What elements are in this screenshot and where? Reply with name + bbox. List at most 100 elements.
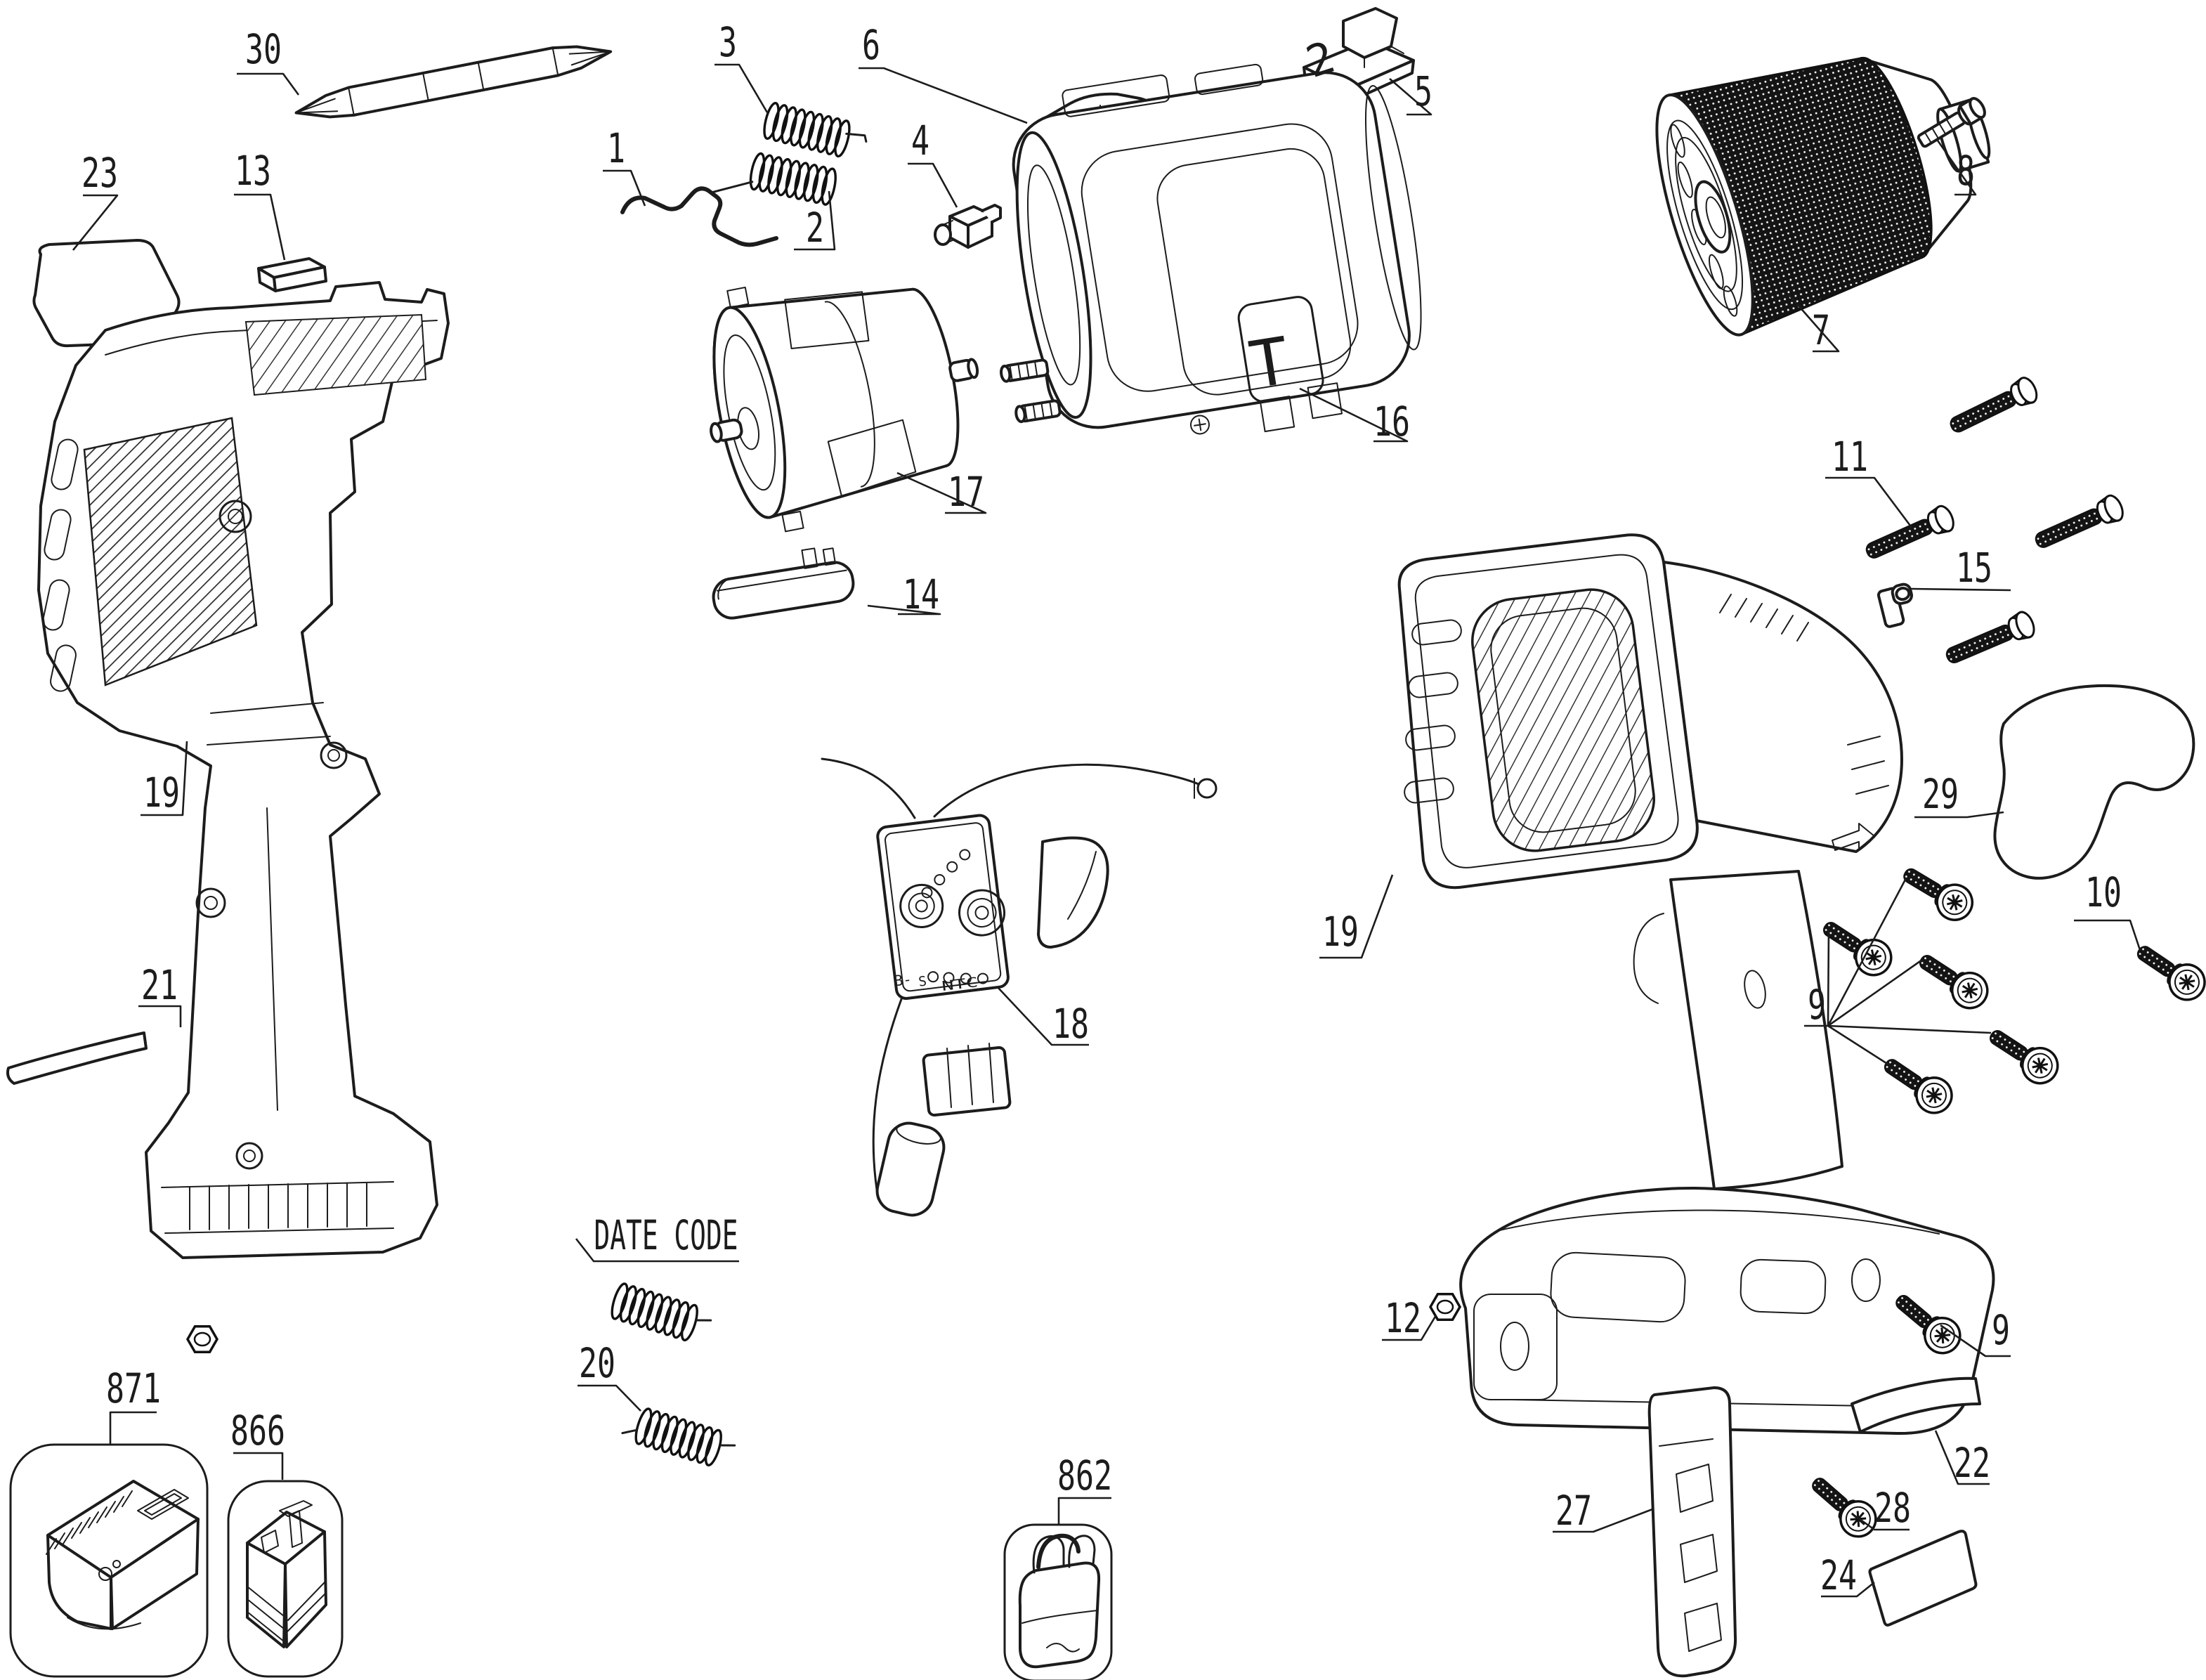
leader-housing-left	[141, 741, 188, 816]
leader-housing-screws	[1827, 958, 1923, 1027]
kit-871-charger	[9, 1443, 209, 1678]
callout-motor: 17	[948, 468, 984, 516]
part-3-spring	[760, 100, 868, 159]
part-21-strip-label	[6, 1031, 148, 1085]
callout-spring-lower: 2	[806, 204, 824, 252]
callout-actuator-block: 4	[911, 117, 929, 164]
leader-hex-nut	[1382, 1315, 1437, 1341]
leader-wire-form	[603, 169, 646, 207]
part-27-belt-clip	[1647, 1386, 1737, 1678]
gearbox-stud	[1000, 358, 1050, 383]
gearbox-stud	[1014, 399, 1062, 424]
callout-chuck-screw: 8	[1957, 147, 1975, 195]
leader-screw-single	[2074, 919, 2141, 951]
part-2-spring	[711, 151, 840, 207]
callout-gear-case-cover: 6	[862, 21, 880, 69]
callout-strip-label: 21	[141, 961, 178, 1009]
callout-belt-clip: 27	[1555, 1487, 1592, 1535]
callout-clip-screw: 28	[1874, 1484, 1911, 1532]
callout-bushing: 15	[1956, 544, 1992, 592]
leader-tool-bag-kit	[1057, 1497, 1111, 1525]
part-14-release-button	[712, 547, 855, 620]
callout-wire-form: 1	[607, 124, 625, 172]
callout-spring-upper: 3	[719, 18, 737, 66]
callout-transmission: 16	[1373, 398, 1410, 445]
callout-spacer-block: 13	[235, 147, 271, 195]
leader-spring-upper	[714, 63, 769, 113]
callout-warning-label: 23	[81, 149, 118, 197]
leader-double-ended-bit	[237, 72, 300, 96]
leader-transmission	[1299, 387, 1409, 443]
leader-housing-screws	[1827, 1024, 1889, 1066]
part-4-actuator-block	[934, 204, 1002, 249]
callout-screw-bottom: 9	[1992, 1306, 2010, 1354]
annotation-pcb-terminal-b: B-	[893, 971, 913, 990]
part-19-housing-left	[37, 281, 450, 1259]
callout-battery-pack-kit: 866	[230, 1407, 285, 1454]
part-1-wire-form	[620, 186, 778, 247]
part-18-switch-assembly	[821, 757, 1218, 1217]
part-29-side-label	[1993, 684, 2195, 880]
part-19-housing-right	[1397, 533, 1995, 1435]
part-7-chuck	[1655, 56, 1991, 337]
part-16-transmission	[1000, 63, 1422, 435]
leader-screw-bottom	[1940, 1324, 2011, 1357]
annotation-pcb-terminal-s: S	[918, 973, 927, 989]
callout-chuck: 7	[1812, 306, 1830, 354]
leader-motor	[896, 471, 987, 514]
leader-gear-case-cover	[859, 67, 1028, 124]
leader-belt-clip	[1553, 1508, 1653, 1533]
leader-actuator-block	[908, 162, 958, 208]
part-13-spacer-block	[257, 257, 327, 292]
leader-housing-screws	[1827, 878, 1907, 1027]
leader-foot-label	[1934, 1430, 1990, 1485]
callout-switch-assembly: 18	[1052, 1000, 1089, 1048]
leader-housing-right	[1319, 874, 1394, 959]
leader-clip-screw	[1854, 1514, 1910, 1531]
leader-warning-label	[72, 194, 119, 251]
leader-spring-lower	[794, 190, 836, 251]
callout-housing-left: 19	[143, 769, 180, 816]
callout-release-button: 14	[903, 571, 939, 618]
kit-862-tool-bag	[1003, 1523, 1113, 1680]
leader-charger-kit	[109, 1411, 157, 1445]
leader-housing-screws	[1827, 1024, 1992, 1034]
leader-housing-screws	[1827, 928, 1830, 1027]
callout-hex-nut: 12	[1385, 1294, 1421, 1342]
part-8-chuck-screw	[1917, 97, 1986, 148]
part-24-nameplate-label	[1868, 1530, 1978, 1627]
leader-chuck	[1787, 293, 1840, 353]
callout-speed-selector: 5	[1414, 67, 1432, 115]
leader-side-label	[1914, 811, 2004, 819]
leader-speed-selector	[1389, 78, 1432, 116]
leader-date-code-location	[575, 1238, 739, 1263]
leader-trigger-springs	[577, 1384, 641, 1412]
callout-tool-bag-kit: 862	[1057, 1452, 1112, 1499]
leader-chuck-screw	[1936, 140, 1977, 196]
callout-trigger-springs: 20	[579, 1339, 615, 1387]
part-hex-nut-left	[186, 1325, 218, 1353]
leader-strip-label	[138, 1005, 182, 1027]
part-15-bushing	[1877, 582, 1913, 628]
part-20-spring-a	[608, 1281, 712, 1343]
leader-bushing	[1910, 587, 2011, 592]
callout-housing-right: 19	[1322, 908, 1359, 956]
part-17-motor	[710, 286, 979, 533]
leader-nameplate-label	[1821, 1581, 1875, 1598]
part-30-double-ended-bit	[294, 45, 613, 119]
leader-housing-screws-long	[1825, 476, 1914, 529]
part-20-spring-b	[621, 1406, 736, 1469]
callout-housing-screws-long: 11	[1832, 433, 1868, 481]
callout-side-label: 29	[1922, 770, 1959, 818]
leader-battery-pack-kit	[233, 1452, 284, 1480]
leader-switch-assembly	[997, 986, 1089, 1046]
callout-nameplate-label: 24	[1820, 1551, 1857, 1599]
callout-date-code-location: DATE CODE	[594, 1211, 738, 1259]
callout-screw-single: 10	[2085, 868, 2122, 916]
leader-release-button	[867, 604, 941, 616]
part-22-foot-label	[1851, 1376, 1981, 1433]
callout-foot-label: 22	[1954, 1439, 1990, 1487]
